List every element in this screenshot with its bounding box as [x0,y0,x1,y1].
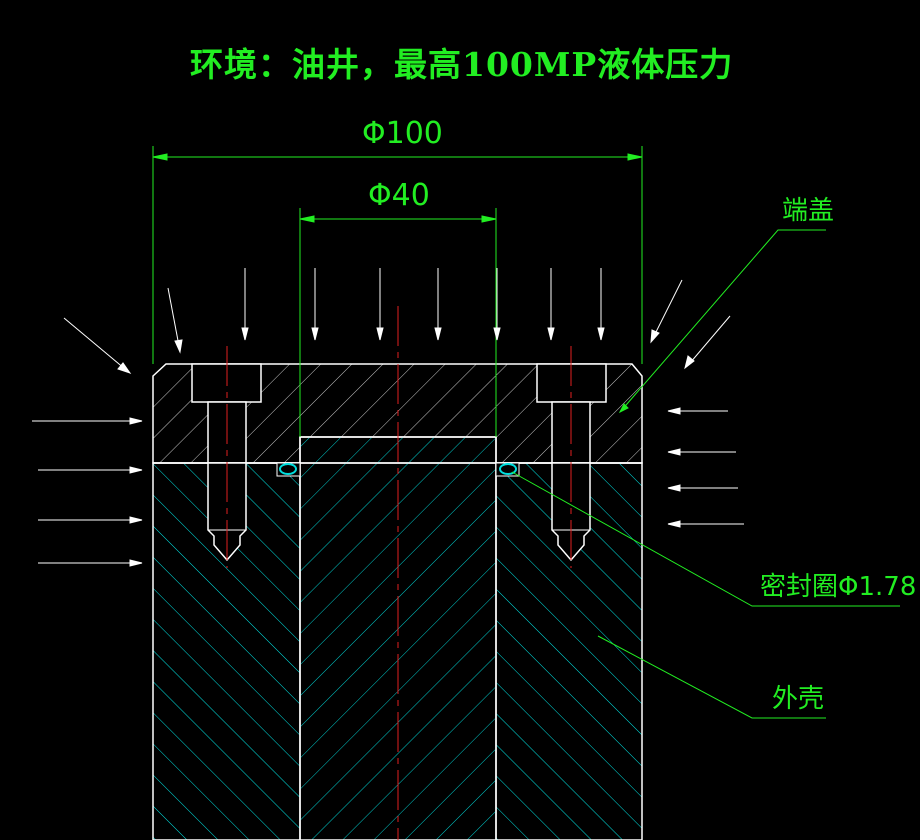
left-seal-ring [279,463,297,475]
housing-label: 外壳 [772,684,825,714]
end-cap-label: 端盖 [782,196,835,226]
housing [152,436,643,840]
right-seal-ring [499,463,517,475]
housing-leader [597,635,826,719]
outer-diameter-label: Φ100 [362,116,443,151]
seal-ring-label: 密封圈Φ1.78 [760,572,917,602]
end-cap-leader [619,229,826,413]
seal-rings [276,462,520,477]
leaders [511,229,900,719]
seal-leader [511,471,900,607]
inner-diameter-label: Φ40 [368,178,430,213]
page-title: 环境：油井，最高100MP液体压力 [190,45,734,84]
dimensions [152,146,643,437]
centerlines [226,306,572,840]
pressure-arrows [32,268,744,567]
